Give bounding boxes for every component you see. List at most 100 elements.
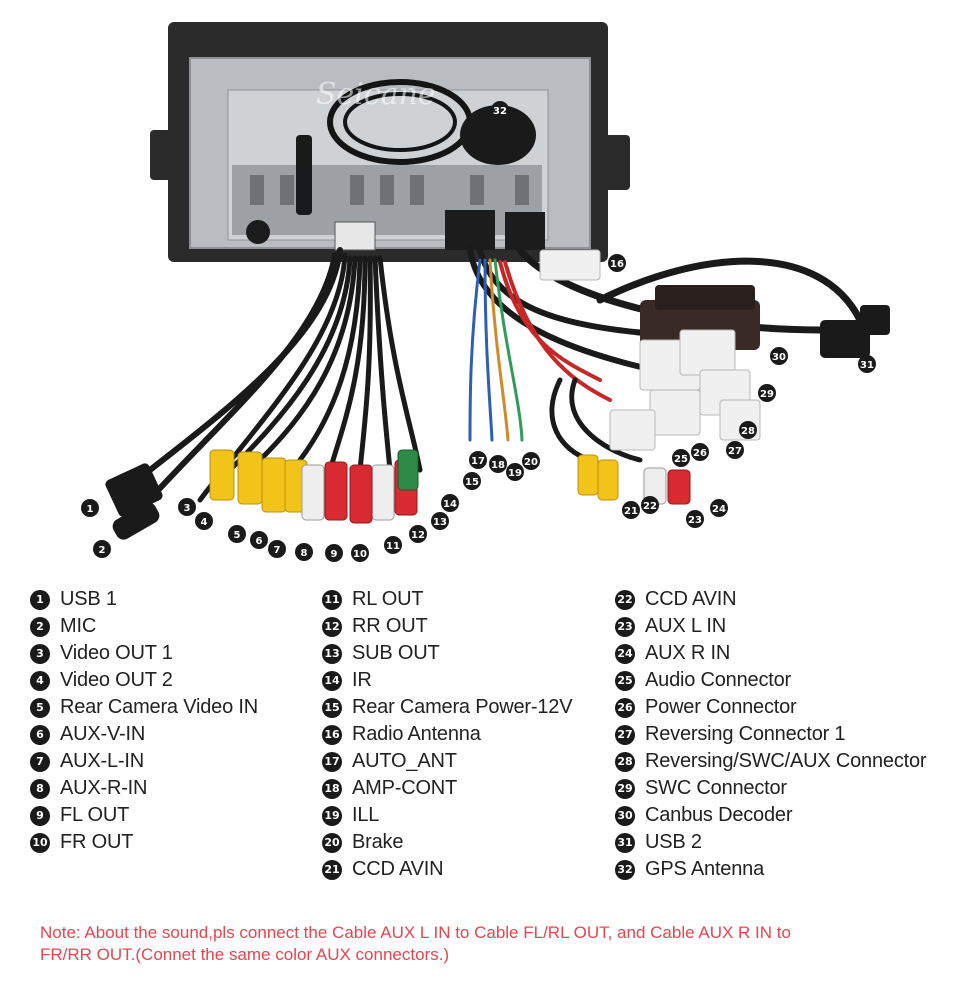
number-badge: 5 bbox=[30, 697, 50, 718]
legend-label: MIC bbox=[60, 615, 97, 637]
marker-25: 25 bbox=[672, 449, 690, 467]
number-badge: 1 bbox=[30, 589, 50, 610]
number-badge: 25 bbox=[615, 670, 635, 691]
watermark: Seicane bbox=[316, 77, 436, 112]
legend-label: GPS Antenna bbox=[645, 858, 765, 880]
number-badge: 23 bbox=[615, 616, 635, 637]
number-badge: 29 bbox=[615, 778, 635, 799]
marker-31: 31 bbox=[858, 355, 876, 373]
number-badge: 28 bbox=[615, 751, 635, 772]
legend-item: 32 GPS Antenna bbox=[615, 856, 926, 883]
legend-item: 23 AUX L IN bbox=[615, 613, 926, 640]
svg-text:22: 22 bbox=[643, 501, 657, 512]
marker-6: 6 bbox=[250, 531, 268, 549]
svg-text:27: 27 bbox=[728, 446, 742, 457]
svg-text:8: 8 bbox=[301, 548, 308, 559]
legend-item: 16 Radio Antenna bbox=[322, 721, 572, 748]
marker-10: 10 bbox=[351, 544, 369, 562]
legend-label: Rear Camera Power-12V bbox=[352, 696, 573, 718]
legend-label: Power Connector bbox=[645, 696, 797, 718]
legend-label: AMP-CONT bbox=[352, 777, 458, 799]
svg-text:4: 4 bbox=[201, 517, 208, 528]
legend-label: CCD AVIN bbox=[645, 588, 737, 610]
number-badge: 3 bbox=[30, 643, 50, 664]
svg-text:13: 13 bbox=[433, 517, 447, 528]
gps-antenna bbox=[296, 79, 536, 215]
svg-text:17: 17 bbox=[471, 456, 485, 467]
marker-28: 28 bbox=[739, 421, 757, 439]
marker-23: 23 bbox=[686, 510, 704, 528]
number-badge: 18 bbox=[322, 778, 342, 799]
marker-18: 18 bbox=[489, 455, 507, 473]
number-badge: 2 bbox=[30, 616, 50, 637]
svg-text:11: 11 bbox=[386, 541, 400, 552]
svg-text:23: 23 bbox=[688, 515, 702, 526]
legend-label: AUX L IN bbox=[645, 615, 727, 637]
svg-text:25: 25 bbox=[674, 454, 688, 465]
number-badge: 31 bbox=[615, 832, 635, 853]
svg-text:31: 31 bbox=[860, 360, 874, 371]
marker-29: 29 bbox=[758, 384, 776, 402]
number-badge: 7 bbox=[30, 751, 50, 772]
legend-label: SUB OUT bbox=[352, 642, 440, 664]
svg-text:16: 16 bbox=[610, 259, 624, 270]
sound-connection-note: Note: About the sound,pls connect the Ca… bbox=[40, 922, 940, 966]
marker-2: 2 bbox=[93, 540, 111, 558]
marker-4: 4 bbox=[195, 512, 213, 530]
head-unit bbox=[150, 22, 630, 262]
marker-9: 9 bbox=[325, 544, 343, 562]
svg-text:24: 24 bbox=[712, 504, 726, 515]
marker-15: 15 bbox=[463, 472, 481, 490]
legend-label: Reversing/SWC/AUX Connector bbox=[645, 750, 927, 772]
marker-11: 11 bbox=[384, 536, 402, 554]
legend-item: 18 AMP-CONT bbox=[322, 775, 572, 802]
legend-label: Radio Antenna bbox=[352, 723, 481, 745]
number-badge: 17 bbox=[322, 751, 342, 772]
number-badge: 14 bbox=[322, 670, 342, 691]
legend-item: 5 Rear Camera Video IN bbox=[30, 694, 258, 721]
note-line-1: Note: About the sound,pls connect the Ca… bbox=[40, 923, 791, 942]
svg-text:30: 30 bbox=[772, 352, 786, 363]
legend-label: AUTO_ANT bbox=[352, 750, 457, 772]
legend-label: CCD AVIN bbox=[352, 858, 444, 880]
number-badge: 4 bbox=[30, 670, 50, 691]
marker-22: 22 bbox=[641, 496, 659, 514]
svg-text:20: 20 bbox=[524, 457, 538, 468]
legend-item: 28 Reversing/SWC/AUX Connector bbox=[615, 748, 927, 775]
svg-text:29: 29 bbox=[760, 389, 774, 400]
marker-16: 16 bbox=[608, 254, 626, 272]
svg-text:14: 14 bbox=[443, 499, 457, 510]
svg-text:32: 32 bbox=[493, 106, 507, 117]
marker-19: 19 bbox=[506, 463, 524, 481]
legend-label: Canbus Decoder bbox=[645, 804, 793, 826]
svg-text:18: 18 bbox=[491, 460, 505, 471]
marker-1: 1 bbox=[81, 499, 99, 517]
number-badge: 22 bbox=[615, 589, 635, 610]
number-badge: 16 bbox=[322, 724, 342, 745]
legend-item: 17 AUTO_ANT bbox=[322, 748, 572, 775]
number-badge: 32 bbox=[615, 859, 635, 880]
svg-text:6: 6 bbox=[256, 536, 263, 547]
legend-label: Rear Camera Video IN bbox=[60, 696, 258, 718]
svg-text:21: 21 bbox=[624, 506, 638, 517]
number-badge: 24 bbox=[615, 643, 635, 664]
legend-label: RL OUT bbox=[352, 588, 424, 610]
